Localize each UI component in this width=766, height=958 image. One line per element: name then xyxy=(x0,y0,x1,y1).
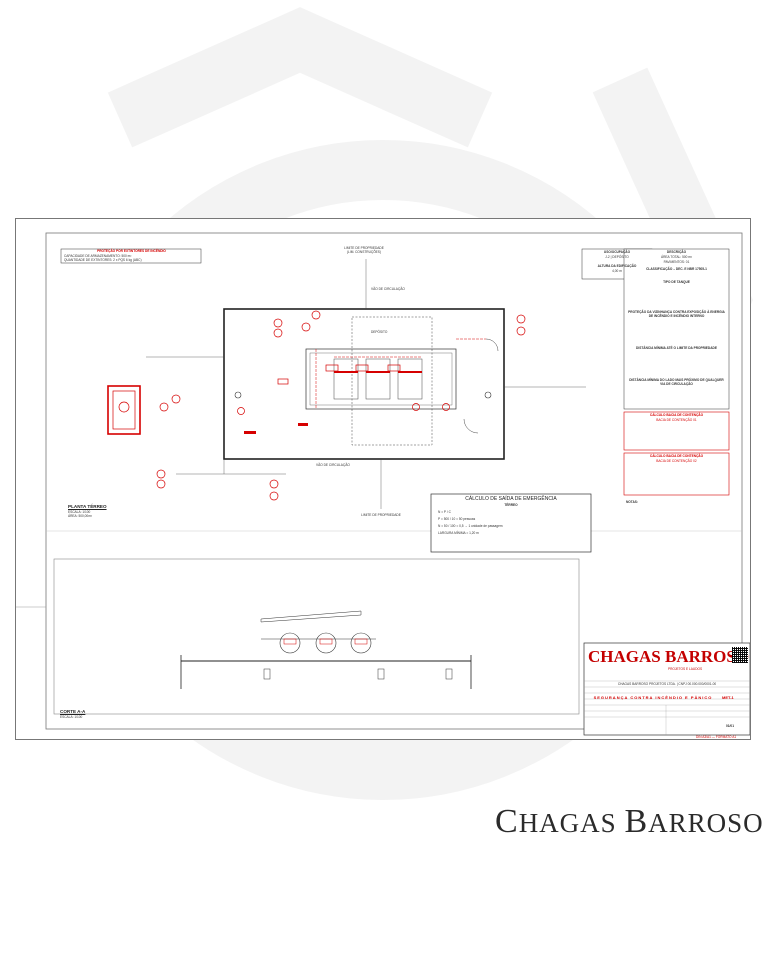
usage-value: J-2 | DEPÓSITO xyxy=(605,255,629,259)
calc-subtitle: TÉRREO xyxy=(504,503,518,507)
plan-area: ÁREA: 500,00m² xyxy=(68,514,92,518)
titleblock-logo-sub: PROJETOS E LAUDOS xyxy=(668,667,703,671)
class-title: CLASSIFICAÇÃO – DEC. E NBR 17505-1 xyxy=(646,267,707,271)
plan-scale: ESCALA: 1/100 xyxy=(68,510,91,514)
basin2-sub: BACIA DE CONTENÇÃO 02 xyxy=(656,459,697,463)
section-title: CORTE A-A xyxy=(60,709,86,714)
limit-label: LIMITE DE PROPRIEDADE xyxy=(344,246,384,250)
titleblock-footer: DIN A3/A1 — FORMATO A1 xyxy=(696,735,737,739)
circulation-label-bottom: VÃO DE CIRCULAÇÃO xyxy=(316,463,350,467)
legend-title: PROTEÇÃO POR EXTINTORES DE INCÊNDIO xyxy=(97,249,166,253)
section-scale: ESCALA: 1/100 xyxy=(60,715,83,719)
titleblock-line2: SEGURANÇA CONTRA INCÊNDIO E PÂNICO xyxy=(593,695,713,700)
brand-text: ARROSO xyxy=(648,808,764,838)
legend-row: QUANTIDADE DE EXTINTORES: 2 x PQS 6 kg (… xyxy=(64,258,142,262)
limit-label-bottom: LIMITE DE PROPRIEDADE xyxy=(361,513,401,517)
usage-title: USO/OCUPAÇÃO xyxy=(603,250,631,254)
height-value: 4,00 m xyxy=(612,269,622,273)
brand-letter: C xyxy=(495,803,519,840)
circulation-label: VÃO DE CIRCULAÇÃO xyxy=(371,287,405,291)
tank-type: TIPO DE TANQUE xyxy=(663,280,690,284)
distance-title: DISTÂNCIA MÍNIMA ATÉ O LIMITE DA PROPRIE… xyxy=(636,346,717,350)
calc-line: LARGURA MÍNIMA = 1,20 m xyxy=(438,531,479,535)
height-title: ALTURA DA EDIFICAÇÃO xyxy=(597,264,637,268)
basin1-title: CÁLCULO BACIA DE CONTENÇÃO xyxy=(649,413,704,417)
brand-letter: B xyxy=(624,803,649,840)
desc-row: ÁREA TOTAL: 500 m² xyxy=(661,255,692,259)
calc-title: CÁLCULO DE SAÍDA DE EMERGÊNCIA xyxy=(465,496,557,502)
drawing-sheet: PROTEÇÃO POR EXTINTORES DE INCÊNDIO CAPA… xyxy=(15,218,751,740)
titleblock-logo: CHAGAS BARROSO xyxy=(588,647,750,666)
floor-plan-drawing xyxy=(16,232,750,736)
calc-line: P = 500 / 10 = 50 pessoas xyxy=(438,517,476,521)
qr-code-icon xyxy=(732,647,748,663)
distance-road-title: DISTÂNCIA MÍNIMA DO LADO MAIS PRÓXIMO DE… xyxy=(629,378,724,386)
titleblock-sheet: 01/01 xyxy=(726,724,734,728)
desc-row: PAVIMENTOS: 01 xyxy=(663,260,690,264)
limit-label-2: (LIM. CONSTRUÇÕES) xyxy=(346,250,381,254)
desc-title: DESCRIÇÃO xyxy=(666,250,687,254)
plan-title: PLANTA TÉRREO xyxy=(68,504,107,509)
titleblock-line1: CHAGAS BARROSO PROJETOS LTDA. | CNPJ 00.… xyxy=(617,682,717,686)
basin1-sub: BACIA DE CONTENÇÃO 01 xyxy=(656,418,697,422)
depot-label: DEPÓSITO xyxy=(371,330,388,334)
calc-line: N = 50 / 100 = 0,5 → 1 unidade de passag… xyxy=(438,524,503,528)
titleblock-code: MET-1 xyxy=(722,695,734,700)
basin2-title: CÁLCULO BACIA DE CONTENÇÃO xyxy=(649,454,704,458)
brand-text: HAGAS xyxy=(518,808,625,838)
brand-wordmark: CHAGAS BARROSO xyxy=(495,803,764,841)
notes-title: NOTAS: xyxy=(626,500,638,504)
calc-line: N = P / C xyxy=(438,510,451,514)
protection-title: PROTEÇÃO DA VIZINHANÇA CONTRA EXPOSIÇÃO … xyxy=(628,310,725,318)
legend-row: CAPACIDADE DE ARMAZENAMENTO: 500 m² xyxy=(64,254,132,258)
